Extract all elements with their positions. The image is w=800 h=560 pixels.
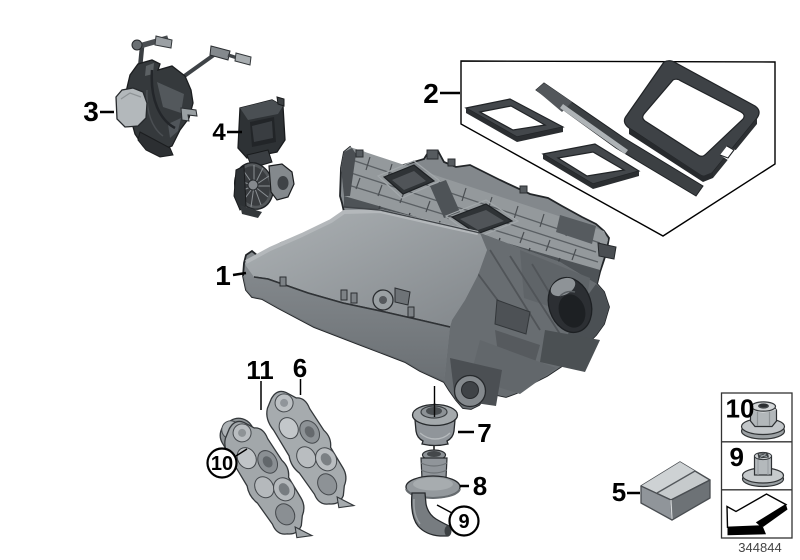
svg-text:10: 10 (211, 453, 233, 475)
svg-text:7: 7 (477, 418, 491, 448)
svg-text:10: 10 (726, 394, 755, 424)
svg-text:5: 5 (612, 477, 626, 507)
svg-text:2: 2 (423, 78, 439, 109)
svg-text:344844: 344844 (738, 540, 781, 555)
svg-text:1: 1 (215, 260, 231, 291)
svg-text:3: 3 (83, 96, 99, 127)
svg-text:4: 4 (212, 119, 226, 146)
svg-text:9: 9 (730, 442, 744, 472)
svg-text:8: 8 (473, 471, 487, 501)
svg-text:9: 9 (458, 511, 469, 533)
svg-text:6: 6 (293, 353, 307, 383)
svg-text:11: 11 (246, 355, 274, 385)
